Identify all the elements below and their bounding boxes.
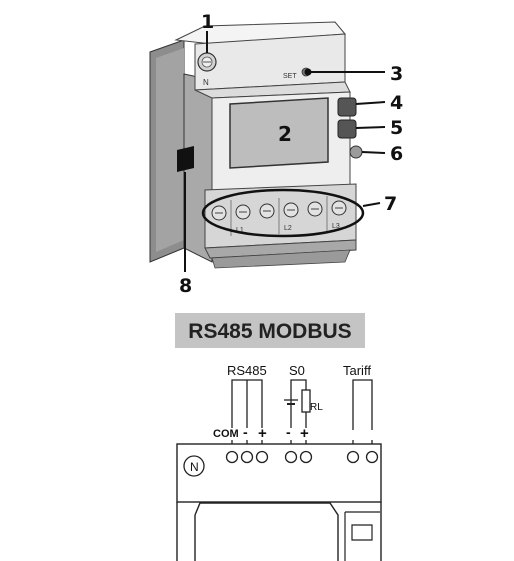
lcd-display [229,97,329,169]
callout-6: 6 [390,143,403,165]
wiring-labels: RS485 S0 Tariff RL COM - + - + [213,363,371,442]
rs485-plus-label: + [258,425,267,442]
energy-meter-device: N SET L1 L2 L3 [149,21,365,269]
terminal-mark-l3: L3 [332,223,340,230]
tariff-label: Tariff [343,363,371,378]
display-button-up[interactable] [337,97,357,117]
callout-2: 2 [278,122,292,146]
s0-label: S0 [289,363,305,378]
terminal-mark-l1: L1 [236,227,244,234]
s0-minus-label: - [286,424,291,440]
callout-4: 4 [390,92,403,114]
meter-outline: N [176,443,382,561]
callout-7: 7 [384,193,397,215]
terminal-highlight-ellipse [201,188,365,238]
callout-8: 8 [179,275,192,297]
set-label: SET [283,73,297,80]
com-label: COM [213,428,239,440]
callout-1: 1 [201,11,214,33]
terminal-block [204,183,357,249]
s0-plus-label: + [300,425,309,442]
callout-3: 3 [390,63,403,85]
load-resistor [301,389,311,413]
optical-port [177,146,194,172]
wiring-terminals [225,450,379,464]
callout-5: 5 [390,117,403,139]
resistor-label: RL [310,402,323,413]
terminal-mark-l2: L2 [284,225,292,232]
display-button-down[interactable] [337,119,357,139]
rs485-label: RS485 [227,363,267,378]
neutral-label: N [190,460,199,474]
rs485-minus-label: - [243,424,248,440]
phase-terminals: L1 L2 L3 [211,196,347,236]
neutral-circle [183,455,205,477]
callout-numbers: 1 2 3 4 5 6 7 8 [179,11,403,297]
rs485-banner: RS485 MODBUS [175,313,365,348]
pulse-led [349,145,363,159]
neutral-mark: N [203,78,209,87]
top-block-front [194,33,346,91]
banner-title: RS485 MODBUS [188,320,351,343]
callout-leaders [184,31,386,272]
